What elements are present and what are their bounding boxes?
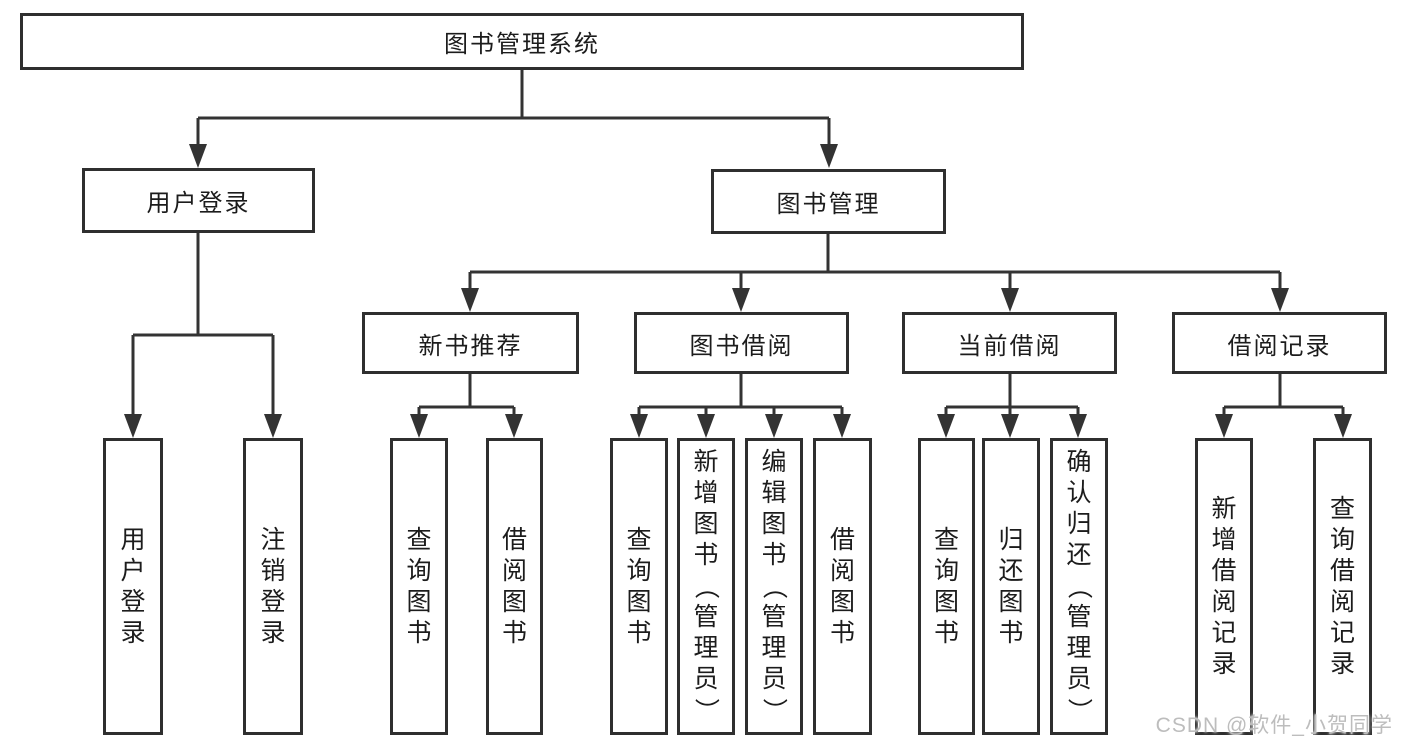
node-label: 注销登录 [260,525,286,647]
leaf-query-books-recommend: 查询图书 [390,438,448,735]
watermark: CSDN @软件_小贺同学 [1155,714,1393,737]
leaf-query-books-borrowing: 查询图书 [610,438,668,735]
node-book-management-system: 图书管理系统 [20,13,1024,70]
node-label: 借阅图书 [501,525,527,647]
node-book-borrowing: 图书借阅 [634,312,849,374]
node-label: 当前借阅 [957,332,1062,360]
leaf-query-borrow-record: 查询借阅记录 [1313,438,1372,735]
leaf-edit-book-admin: 编辑图书（管理员） [745,438,803,735]
leaf-user-login: 用户登录 [103,438,163,735]
node-new-book-recommend: 新书推荐 [362,312,579,374]
node-label: 查询图书 [406,525,432,647]
node-label: 归还图书 [998,525,1024,647]
connector-edges [131,70,1345,416]
leaf-borrow-books: 借阅图书 [813,438,872,735]
node-label: 用户登录 [146,190,251,217]
node-label: 借阅图书 [829,525,855,647]
leaf-add-book-admin: 新增图书（管理员） [677,438,735,735]
leaf-return-book: 归还图书 [982,438,1040,735]
arrow-down-icons [124,144,1352,438]
leaf-logout: 注销登录 [243,438,303,735]
leaf-add-borrow-record: 新增借阅记录 [1195,438,1253,735]
node-label: 图书借阅 [689,332,794,360]
node-user-login: 用户登录 [82,168,315,233]
node-label: 图书管理系统 [444,31,600,58]
node-label: 新增借阅记录 [1211,494,1237,678]
node-label: 查询图书 [933,525,959,647]
node-label: 编辑图书（管理员） [760,448,789,724]
node-label: 用户登录 [120,525,146,647]
node-label: 图书管理 [776,191,881,218]
leaf-borrow-books-recommend: 借阅图书 [486,438,543,735]
node-label: 新增图书（管理员） [692,448,721,724]
node-borrowing-records: 借阅记录 [1172,312,1387,374]
node-label: 查询图书 [626,525,652,647]
node-label: 查询借阅记录 [1329,494,1355,678]
leaf-query-books-current: 查询图书 [918,438,975,735]
node-label: 新书推荐 [418,332,523,360]
leaf-confirm-return-admin: 确认归还（管理员） [1050,438,1108,735]
node-book-management: 图书管理 [711,169,946,234]
node-label: 借阅记录 [1227,332,1332,360]
node-current-borrowing: 当前借阅 [902,312,1117,374]
node-label: 确认归还（管理员） [1065,448,1094,724]
